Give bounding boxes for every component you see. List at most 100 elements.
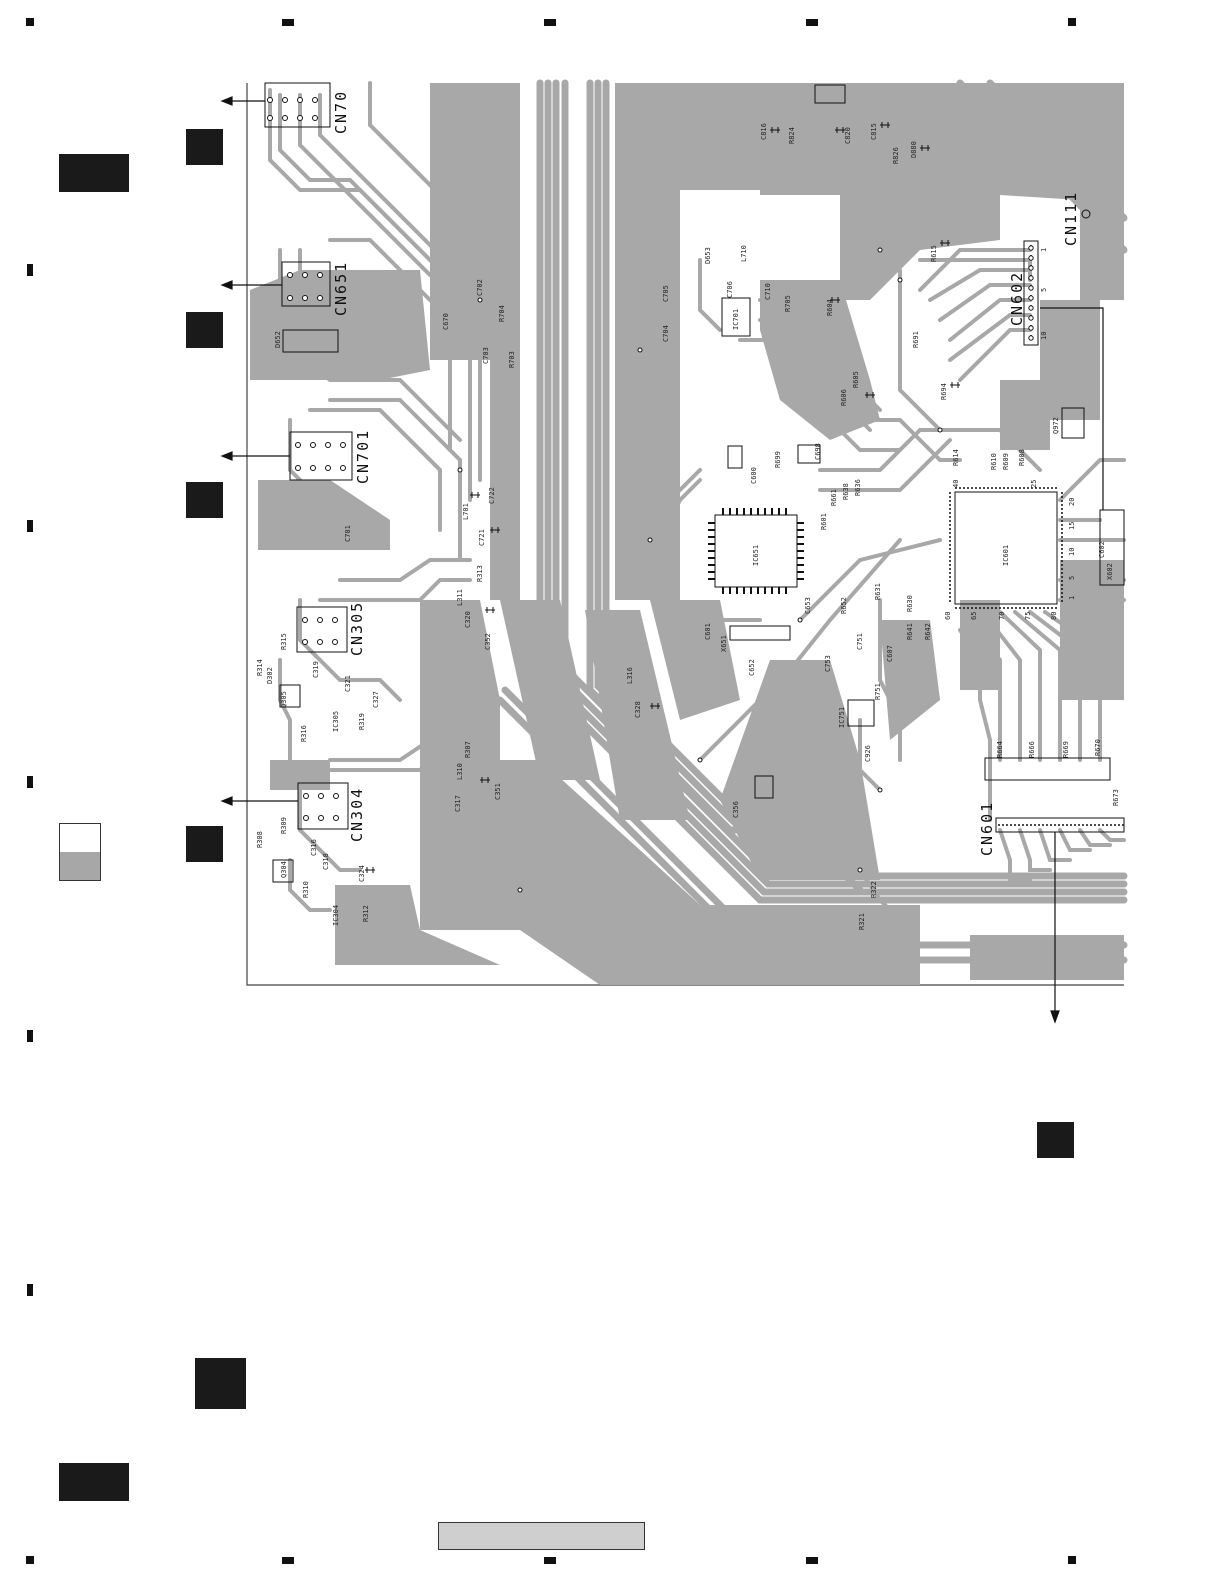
part-label: D880 <box>910 141 918 158</box>
part-label: R661 <box>830 489 838 506</box>
pin-number: 10 <box>1068 548 1076 556</box>
part-label: C698 <box>814 443 822 460</box>
ic-label: IC304 <box>332 905 340 926</box>
registration-mark <box>544 19 556 26</box>
part-label: R666 <box>1028 741 1036 758</box>
ic-label: IC651 <box>752 545 760 566</box>
part-label: R699 <box>774 451 782 468</box>
registration-mark <box>1068 18 1076 26</box>
marker-square <box>186 826 223 862</box>
connector-label: CN601 <box>978 801 996 856</box>
pin-number: 65 <box>970 612 978 620</box>
part-label: C352 <box>484 633 492 650</box>
registration-mark <box>27 520 33 532</box>
part-label: L710 <box>740 245 748 262</box>
registration-mark <box>26 1556 34 1564</box>
registration-mark <box>282 1557 294 1564</box>
marker-square <box>186 129 223 165</box>
part-label: R615 <box>930 245 938 262</box>
part-label: C926 <box>864 745 872 762</box>
part-label: D653 <box>704 247 712 264</box>
pin-number: 40 <box>952 480 960 488</box>
part-label: R673 <box>1112 789 1120 806</box>
part-label: R312 <box>362 905 370 922</box>
connector-label: CN602 <box>1008 271 1026 326</box>
part-label: R609 <box>1002 453 1010 470</box>
registration-mark <box>806 1557 818 1564</box>
part-label: X651 <box>720 635 728 652</box>
part-label: R608 <box>1018 449 1026 466</box>
registration-mark <box>282 19 294 26</box>
copper-pours <box>250 83 1124 985</box>
registration-mark <box>27 1030 33 1042</box>
part-label: R705 <box>784 295 792 312</box>
part-label: C751 <box>856 633 864 650</box>
registration-mark <box>1068 1556 1076 1564</box>
connector-label: CN651 <box>332 261 350 316</box>
section-tab <box>59 1463 129 1501</box>
part-label: L311 <box>456 589 464 606</box>
registration-mark <box>27 776 33 788</box>
part-label: X602 <box>1106 563 1114 580</box>
marker-square <box>186 312 223 348</box>
part-label: R826 <box>892 147 900 164</box>
part-label: C705 <box>662 285 670 302</box>
part-label: R601 <box>820 513 828 530</box>
part-label: R314 <box>256 659 264 676</box>
part-label: R307 <box>464 741 472 758</box>
part-label: R824 <box>788 127 796 144</box>
part-label: R670 <box>1094 739 1102 756</box>
signal-arrows <box>220 96 1104 1024</box>
ic-label: IC701 <box>732 309 740 330</box>
marker-square <box>195 1358 246 1409</box>
part-label: C722 <box>488 487 496 504</box>
part-label: C753 <box>824 655 832 672</box>
marker-square <box>1037 1122 1074 1158</box>
part-label: C710 <box>764 283 772 300</box>
part-label: R669 <box>1062 741 1070 758</box>
pads <box>267 97 1034 893</box>
registration-mark <box>806 19 818 26</box>
ic-label: IC751 <box>838 707 846 728</box>
part-label: C316 <box>310 839 318 856</box>
part-label: C670 <box>442 313 450 330</box>
connector-label: CN304 <box>348 787 366 842</box>
part-label: C601 <box>704 623 712 640</box>
part-label: R315 <box>280 633 288 650</box>
part-label: Q304 <box>280 861 288 878</box>
part-label: C351 <box>494 783 502 800</box>
pin-number: 1 <box>1040 248 1048 252</box>
part-label: R310 <box>302 881 310 898</box>
part-label: C327 <box>372 691 380 708</box>
pin-number: 5 <box>1040 288 1048 292</box>
part-labels: C702 R704 R703 C703 C670 R314 R315 D302 … <box>256 123 1120 930</box>
pin-number: 5 <box>1068 576 1076 580</box>
pin-number: 15 <box>1068 522 1076 530</box>
part-label: R322 <box>870 881 878 898</box>
pin-number: 25 <box>1030 480 1038 488</box>
part-label: Q972 <box>1052 417 1060 434</box>
part-label: R319 <box>358 713 366 730</box>
part-label: D302 <box>266 667 274 684</box>
part-label: R630 <box>906 595 914 612</box>
part-label: R321 <box>858 913 866 930</box>
part-label: R309 <box>280 817 288 834</box>
part-label: C653 <box>804 597 812 614</box>
part-label: C815 <box>870 123 878 140</box>
part-label: R694 <box>940 383 948 400</box>
ic651-pins <box>708 508 804 594</box>
part-label: C602 <box>1098 541 1106 558</box>
part-label: C721 <box>478 529 486 546</box>
part-label: C652 <box>748 659 756 676</box>
part-label: R638 <box>842 483 850 500</box>
part-label: C318 <box>322 853 330 870</box>
part-label: C706 <box>726 281 734 298</box>
part-label: R606 <box>840 389 848 406</box>
part-label: C600 <box>750 467 758 484</box>
registration-mark <box>544 1557 556 1564</box>
part-label: C319 <box>312 661 320 678</box>
part-label: R604 <box>826 299 834 316</box>
part-label: R652 <box>840 597 848 614</box>
pin-number: 10 <box>1040 332 1048 340</box>
part-label: C607 <box>886 645 894 662</box>
